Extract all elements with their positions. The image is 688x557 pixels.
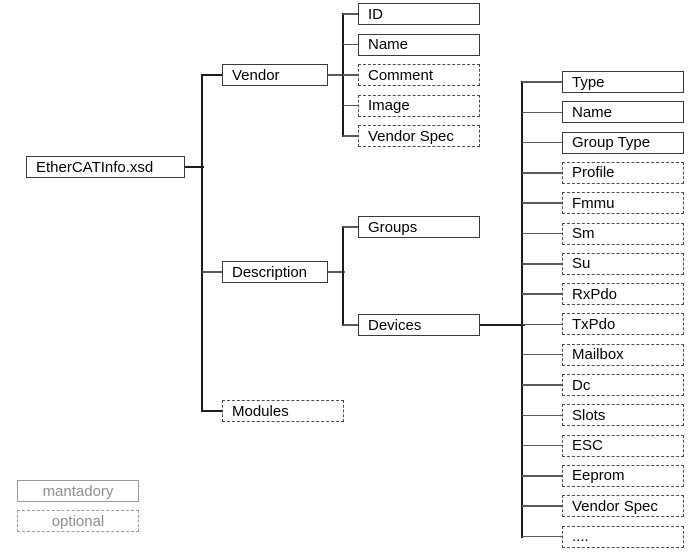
l1-node-description: Description [222,261,328,283]
connector-line [522,353,564,356]
vendor-child-id: ID [358,3,480,25]
connector-line [522,535,564,538]
connector-line [522,505,564,507]
l1-node-modules: Modules [222,400,344,422]
connector-line [480,323,525,327]
connector-line [522,81,564,83]
connector-line [522,323,564,326]
connector-line [522,475,564,477]
vendor-child-name: Name [358,33,480,56]
vendor-child-comment: Comment [358,64,480,86]
device-child-rxpdo: RxPdo [562,283,684,306]
connector-line [343,135,360,137]
connector-line [202,410,224,412]
connector-line [522,293,564,295]
device-child-etc: .... [562,525,684,548]
device-child-sm: Sm [562,222,684,245]
device-child-type: Type [562,71,684,93]
connector-line [342,226,344,326]
connector-line [343,324,360,326]
device-child-txpdo: TxPdo [562,313,684,336]
connector-line [522,232,564,235]
device-child-fmmu: Fmmu [562,192,684,215]
connector-line [202,74,224,76]
connector-line [522,414,564,417]
device-child-esc: ESC [562,434,684,457]
device-child-profile: Profile [562,161,684,184]
connector-line [522,202,564,204]
connector-line [343,13,360,15]
legend-mandatory-box: mantadory [17,480,139,502]
connector-line [521,81,523,538]
desc-child-devices: Devices [358,314,480,336]
connector-line [343,104,360,107]
desc-child-groups: Groups [358,216,480,238]
device-child-su: Su [562,252,684,275]
connector-line [343,226,360,228]
vendor-child-vendor-spec: Vendor Spec [358,125,480,147]
connector-line [343,43,360,46]
connector-line [328,271,345,273]
node-ethercatinfo-xsd: EtherCATInfo.xsd [26,156,185,178]
device-child-name: Name [562,101,684,124]
connector-line [328,74,345,76]
connector-line [522,444,564,447]
device-child-dc: Dc [562,374,684,396]
connector-line [201,74,203,412]
connector-line [185,166,204,168]
device-child-vendor-spec: Vendor Spec [562,495,684,518]
connector-line [522,141,564,144]
connector-line [522,172,564,174]
legend-optional-box: optional [17,510,139,532]
connector-line [202,271,224,273]
connector-line [522,111,564,114]
connector-line [522,263,564,265]
device-child-slots: Slots [562,404,684,427]
connector-line [522,384,564,386]
l1-node-vendor: Vendor [222,64,328,86]
device-child-group-type: Group Type [562,131,684,154]
device-child-eeprom: Eeprom [562,464,684,487]
connector-line [343,74,360,76]
device-child-mailbox: Mailbox [562,343,684,366]
vendor-child-image: Image [358,94,480,117]
